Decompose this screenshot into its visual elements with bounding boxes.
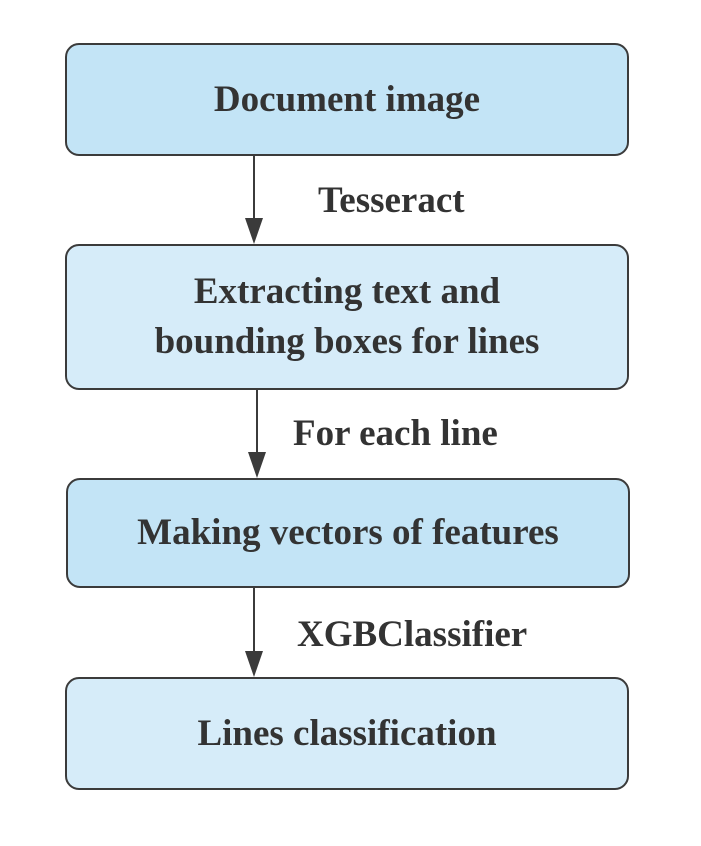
node-label: Extracting text and bounding boxes for l… bbox=[154, 271, 540, 362]
arrow-document-to-extracting bbox=[245, 156, 263, 244]
node-label: Making vectors of features bbox=[137, 512, 559, 553]
node-label: Document image bbox=[213, 78, 481, 120]
node-lines-classification: Lines classification bbox=[65, 677, 629, 790]
edge-label-xgbclassifier: XGBClassifier bbox=[297, 614, 528, 655]
arrow-vectors-to-classification bbox=[245, 588, 263, 677]
edge-label-for-each-line: For each line bbox=[293, 413, 498, 454]
node-making-vectors: Making vectors of features bbox=[66, 478, 630, 588]
arrow-extracting-to-vectors bbox=[248, 390, 266, 478]
node-document-image: Document image bbox=[65, 43, 629, 156]
node-label: Lines classification bbox=[197, 712, 497, 754]
edge-label-tesseract: Tesseract bbox=[318, 180, 465, 221]
node-extracting-text: Extracting text and bounding boxes for l… bbox=[65, 244, 629, 390]
